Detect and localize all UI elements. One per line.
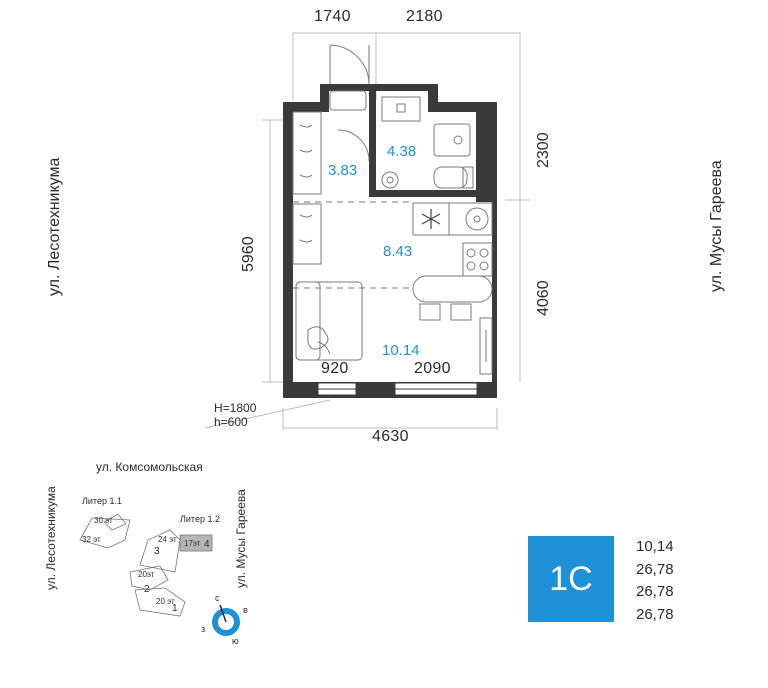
value-area-2: 26,78: [636, 583, 674, 600]
site-street-right: ул. Мусы Гареева: [234, 489, 248, 588]
value-living-area: 10,14: [636, 538, 674, 555]
liter-1-2: Литер 1.2: [180, 514, 220, 524]
section-2: 2: [144, 584, 150, 595]
area-living: 10.14: [382, 342, 420, 359]
compass-south: ю: [232, 636, 239, 646]
floors-24: 24 эт: [158, 535, 177, 544]
section-3: 3: [154, 546, 160, 557]
floors-32: 32 эт: [82, 535, 101, 544]
tv-cabinet: [479, 317, 493, 375]
area-hall: 3.83: [328, 162, 358, 179]
value-area-3: 26,78: [636, 606, 674, 623]
sofa: [295, 281, 363, 361]
snowflake-icon: [421, 209, 441, 229]
windows: [317, 382, 478, 396]
compass-east: в: [243, 605, 248, 615]
compass-north: с: [215, 593, 220, 603]
wardrobe: [292, 111, 322, 265]
compass-west: з: [201, 624, 206, 634]
value-total-area: 26,78: [636, 561, 674, 578]
dim-top-right: 2180: [406, 8, 443, 25]
area-kitchen: 8.43: [383, 243, 413, 260]
site-street-left: ул. Лесотехникума: [44, 486, 58, 590]
section-4: 4: [204, 539, 210, 550]
street-right: ул. Мусы Гареева: [708, 160, 725, 292]
dim-bottom: 4630: [372, 428, 409, 445]
site-street-top: ул. Комсомольская: [96, 460, 203, 474]
floors-30: 30 эт: [94, 516, 113, 525]
kitchen: [412, 202, 493, 321]
dim-window-left: 920: [321, 360, 349, 377]
street-left: ул. Лесотехникума: [46, 157, 63, 296]
dim-window-right: 2090: [414, 360, 451, 377]
floors-20a: 20эт: [138, 570, 155, 579]
floors-20b: 20 эт: [156, 597, 175, 606]
walls: [283, 84, 497, 398]
bathroom-door: [337, 129, 370, 162]
dim-right-lower: 4060: [535, 280, 552, 316]
floors-17: 17эт: [184, 539, 201, 548]
site-plan: [79, 513, 213, 617]
bathroom-fixtures: [381, 96, 474, 189]
liter-1-1: Литер 1.1: [82, 496, 122, 506]
dim-right-upper: 2300: [535, 132, 552, 168]
area-bathroom: 4.38: [387, 143, 417, 160]
bathtub: [329, 90, 367, 111]
window-height: H=1800: [214, 401, 257, 415]
entrance-door: [329, 44, 370, 85]
dimension-lines: [204, 32, 530, 430]
compass-icon: [212, 604, 240, 636]
window-sill: h=600: [214, 415, 248, 429]
dim-left: 5960: [240, 236, 257, 272]
dim-top-left: 1740: [314, 8, 351, 25]
apartment-type-badge: 1С: [528, 536, 614, 622]
zone-lines: [293, 201, 410, 289]
section-1: 1: [172, 603, 178, 614]
